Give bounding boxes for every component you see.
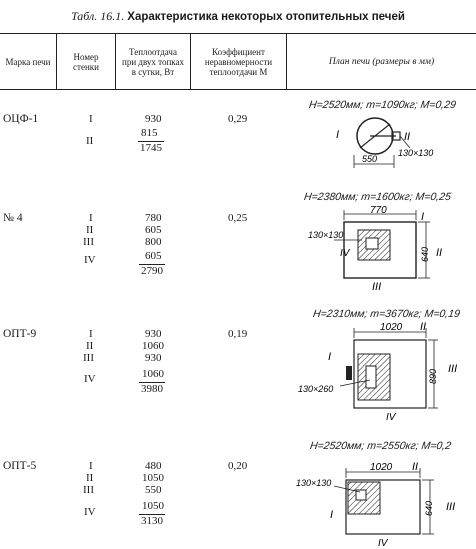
- heat-value: 1060: [142, 340, 164, 352]
- stove-plan-diagram: 1020 I II III IV 130×130 640: [296, 461, 455, 548]
- wall-label: IV: [378, 538, 389, 548]
- heat-value: 930: [145, 328, 162, 340]
- plan-caption: H=2380мм; m=1600кг; M=0,25: [303, 191, 452, 203]
- dim-width: 550: [362, 154, 377, 164]
- table-title: Табл. 16.1. Характеристика некоторых ото…: [0, 9, 476, 24]
- col-divider: [115, 34, 116, 89]
- coef-value: 0,25: [228, 212, 248, 224]
- heat-value: 815: [141, 127, 158, 139]
- dim-height: 640: [424, 501, 434, 516]
- wall-label: III: [372, 281, 381, 293]
- heat-total: 1745: [138, 141, 164, 154]
- header-plan: План печи (размеры в мм): [328, 56, 435, 67]
- row-brand: № 4: [3, 212, 23, 224]
- heat-value: 1060: [142, 368, 164, 380]
- header-heat: Теплоотдача при двух топках в сутки, Вт: [122, 46, 185, 77]
- header-bottom-rule: [0, 89, 476, 90]
- wall-number: I: [89, 212, 93, 224]
- wall-label: III: [446, 501, 455, 513]
- col-divider: [56, 34, 57, 89]
- wall-label: IV: [340, 248, 351, 259]
- row-brand: ОЦФ-1: [3, 113, 39, 125]
- wall-number: IV: [84, 254, 96, 266]
- wall-number: III: [83, 352, 94, 364]
- heat-value: 550: [145, 484, 162, 496]
- wall-number: IV: [84, 373, 96, 385]
- dim-width: 1020: [380, 322, 403, 333]
- wall-label: I: [336, 129, 339, 141]
- wall-label: IV: [386, 412, 397, 422]
- dim-height: 640: [420, 247, 430, 262]
- wall-number: II: [86, 224, 94, 236]
- wall-label: III: [448, 363, 457, 375]
- table-number: Табл. 16.1.: [71, 9, 125, 23]
- header-wall: Номер стенки: [73, 51, 99, 72]
- row-brand: ОПТ-9: [3, 328, 37, 340]
- plan-caption: H=2520мм; m=1090кг; M=0,29: [308, 99, 457, 111]
- heat-value: 480: [145, 460, 162, 472]
- heat-value: 605: [145, 224, 162, 236]
- header-brand: Марка печи: [5, 56, 51, 67]
- heat-total: 3130: [139, 514, 165, 527]
- wall-label: II: [412, 461, 418, 473]
- plan-caption: H=2520мм; m=2550кг; M=0,2: [309, 440, 452, 452]
- heat-value: 780: [145, 212, 162, 224]
- heat-value: 930: [145, 113, 162, 125]
- wall-label: I: [328, 351, 331, 363]
- col-divider: [190, 34, 191, 89]
- stove-plan-diagram: 770 I II III IV 130×130 640: [308, 205, 442, 293]
- wall-label: II: [436, 247, 442, 259]
- coef-value: 0,29: [228, 113, 248, 125]
- table-name: Характеристика некоторых отопительных пе…: [127, 11, 405, 23]
- wall-label: I: [330, 509, 333, 521]
- heat-value: 800: [145, 236, 162, 248]
- dim-hole: 130×130: [296, 478, 331, 488]
- stove-plan-diagram: 1020 I II III IV 130×260 890: [298, 321, 457, 422]
- wall-label: I: [421, 211, 424, 223]
- row-brand: ОПТ-5: [3, 460, 37, 472]
- wall-label: II: [404, 131, 410, 143]
- wall-number: II: [86, 340, 94, 352]
- col-divider: [286, 34, 287, 89]
- heat-total: 3980: [139, 382, 165, 395]
- coef-value: 0,20: [228, 460, 248, 472]
- wall-number: II: [86, 135, 94, 147]
- wall-number: IV: [84, 506, 96, 518]
- heat-value: 1050: [142, 472, 164, 484]
- header-top-rule: [0, 33, 476, 34]
- header-coef: Коэффициент неравномерности теплоотдачи …: [204, 46, 273, 77]
- wall-number: III: [83, 484, 94, 496]
- dim-hole: 130×260: [298, 384, 333, 394]
- coef-value: 0,19: [228, 328, 248, 340]
- dim-width: 1020: [370, 462, 393, 473]
- heat-value: 605: [145, 250, 162, 262]
- dim-hole: 130×130: [398, 148, 433, 158]
- plan-caption: H=2310мм; m=3670кг; M=0,19: [312, 308, 461, 320]
- heat-total: 2790: [139, 264, 165, 277]
- wall-number: I: [89, 460, 93, 472]
- dim-height: 890: [428, 369, 438, 384]
- heat-value: 1050: [142, 500, 164, 512]
- stove-plan-diagram: I II 550 130×130: [336, 117, 433, 168]
- wall-number: I: [89, 113, 93, 125]
- wall-label: II: [420, 321, 426, 333]
- dim-width: 770: [370, 205, 387, 216]
- heat-value: 930: [145, 352, 162, 364]
- wall-number: II: [86, 472, 94, 484]
- wall-number: I: [89, 328, 93, 340]
- wall-number: III: [83, 236, 94, 248]
- dim-hole: 130×130: [308, 230, 343, 240]
